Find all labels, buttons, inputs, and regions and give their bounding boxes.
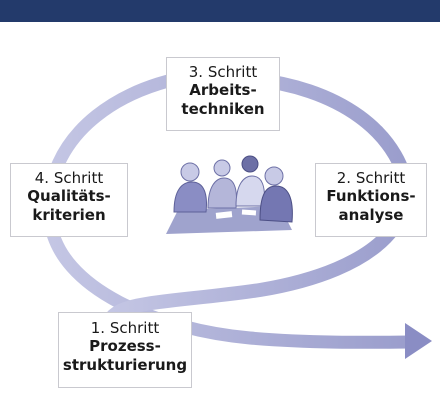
step-3-title-line-2: techniken [181,99,265,118]
step-2-title-line-2: analyse [338,205,404,224]
step-3-box: 3. Schritt Arbeits- techniken [166,57,280,131]
arrow-head-icon [405,323,432,359]
step-2-box: 2. Schritt Funktions- analyse [315,163,427,237]
step-1-box: 1. Schritt Prozess- strukturierung [58,312,192,388]
step-2-number: 2. Schritt [336,169,406,187]
step-3-title-line-1: Arbeits- [189,81,257,100]
step-4-title-line-1: Qualitäts- [27,187,111,206]
header-bar [0,0,440,22]
step-1-title-line-1: Prozess- [89,337,161,356]
step-3-number: 3. Schritt [188,63,258,81]
meeting-people-icon [160,150,296,236]
step-4-number: 4. Schritt [34,169,104,187]
step-4-box: 4. Schritt Qualitäts- kriterien [10,163,128,237]
loop-band [42,65,419,349]
step-1-number: 1. Schritt [90,319,160,337]
step-2-title-line-1: Funktions- [326,187,416,206]
step-1-title-line-2: strukturierung [62,355,188,374]
step-4-title-line-2: kriterien [32,205,106,224]
